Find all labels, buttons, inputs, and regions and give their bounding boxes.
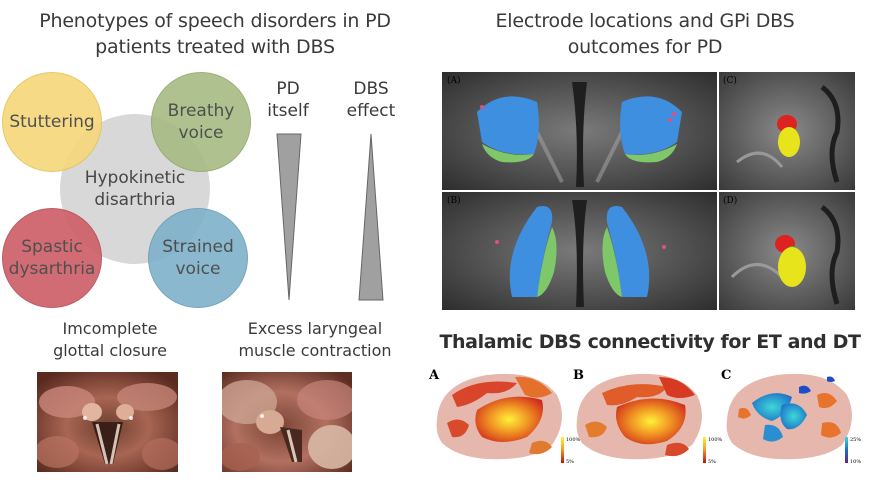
dbs-effect-wedge	[358, 133, 384, 301]
stuttering-label: Stuttering	[9, 112, 95, 132]
caption-laryngeal-line1: Excess laryngeal	[247, 319, 383, 338]
pd-label-line1: PD	[276, 79, 300, 99]
caption-laryngeal: Excess laryngeal muscle contraction	[210, 318, 420, 362]
pd-itself-label: PD itself	[258, 78, 318, 122]
caption-glottal-line1: Imcomplete	[62, 319, 158, 338]
dbs-label-line1: DBS	[353, 79, 389, 99]
caption-laryngeal-line2: muscle contraction	[238, 341, 392, 360]
scale-c-top: 25%	[850, 437, 861, 443]
scale-a-top: 100%	[566, 437, 581, 443]
stuttering-circle: Stuttering	[2, 72, 102, 172]
scale-c-bottom: 10%	[850, 459, 861, 465]
mri-panel-d-label: (D)	[723, 195, 737, 206]
brain-label-b: B	[573, 368, 584, 383]
scale-b-top: 100%	[708, 437, 723, 443]
laryngoscopy-image-contraction	[222, 372, 352, 472]
dbs-label-line2: effect	[346, 101, 396, 121]
thalamic-title: Thalamic DBS connectivity for ET and DT	[439, 331, 861, 353]
left-title-line1: Phenotypes of speech disorders in PD	[39, 10, 391, 32]
caption-glottal-line2: glottal closure	[53, 341, 167, 360]
scale-b-bottom: 5%	[708, 459, 716, 465]
mri-panel-b-label: (B)	[447, 195, 461, 206]
left-title-line2: patients treated with DBS	[95, 36, 335, 58]
mri-panel-a-label: (A)	[447, 75, 461, 86]
mri-panel-c-label: (C)	[723, 75, 737, 86]
right-title-line2: outcomes for PD	[567, 36, 723, 58]
hypokinetic-label-line2: disarthria	[94, 190, 176, 210]
breathy-voice-circle: Breathy voice	[151, 72, 251, 172]
breathy-label-line1: Breathy	[167, 101, 235, 121]
dbs-effect-label: DBS effect	[338, 78, 404, 122]
thalamic-connectivity-figure: 100% 5% 100% 5% 25% 10% A B C	[428, 368, 861, 465]
scale-bar-a	[561, 437, 564, 463]
spastic-dysarthria-circle: Spastic dysarthria	[2, 208, 102, 308]
brain-label-c: C	[721, 368, 731, 383]
pd-itself-wedge	[276, 133, 302, 301]
spastic-label-line2: dysarthria	[8, 259, 96, 279]
right-title-line1: Electrode locations and GPi DBS	[495, 10, 795, 32]
brain-label-a: A	[428, 368, 440, 383]
scale-a-bottom: 5%	[566, 459, 574, 465]
laryngoscopy-image-glottal	[37, 372, 178, 472]
spastic-label-line1: Spastic	[21, 237, 83, 257]
caption-glottal: Imcomplete glottal closure	[20, 318, 200, 362]
scale-bar-b	[703, 437, 706, 463]
strained-label-line2: voice	[175, 259, 221, 279]
left-title: Phenotypes of speech disorders in PD pat…	[0, 8, 430, 60]
strained-voice-circle: Strained voice	[148, 208, 248, 308]
gpi-electrode-mri-figure: (A) (B) (C) (D)	[442, 72, 855, 310]
strained-label-line1: Strained	[162, 237, 234, 257]
hypokinetic-label-line1: Hypokinetic	[84, 168, 186, 188]
breathy-label-line2: voice	[178, 123, 224, 143]
pd-label-line2: itself	[267, 101, 309, 121]
right-title: Electrode locations and GPi DBS outcomes…	[440, 8, 850, 60]
scale-bar-c	[845, 437, 848, 463]
